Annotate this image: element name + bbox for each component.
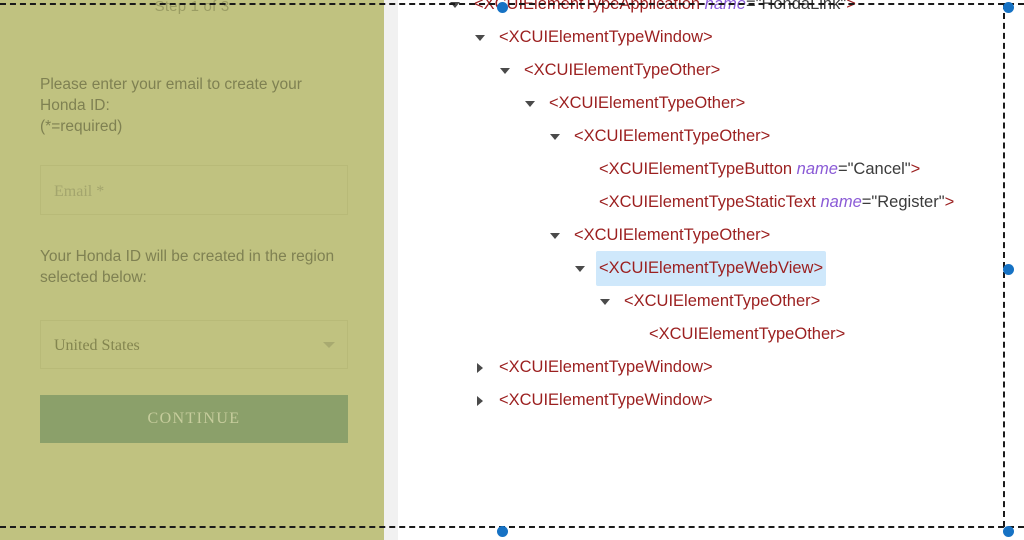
tree-node[interactable]: <XCUIElementTypeOther> [571,119,773,154]
tree-node-tag: <XCUIElementTypeWebView> [599,259,824,277]
tree-node[interactable]: <XCUIElementTypeOther> [571,218,773,253]
tree-node-tag: <XCUIElementTypeOther> [524,61,721,79]
tree-node-tag: <XCUIElementTypeWindow> [499,391,713,409]
tree-node[interactable]: <XCUIElementTypeApplication name="HondaL… [471,0,859,22]
tree-row[interactable]: <XCUIElementTypeWindow> [473,384,716,417]
disclosure-triangle-expanded-icon[interactable] [448,0,464,21]
device-pane-gutter [384,0,398,540]
tree-node[interactable]: <XCUIElementTypeWindow> [496,350,716,385]
disclosure-triangle-expanded-icon[interactable] [523,87,539,120]
handle-top-center[interactable] [497,2,508,13]
tree-node-tag-close: > [944,193,955,211]
handle-bottom-right[interactable] [1003,526,1014,537]
disclosure-triangle-collapsed-icon[interactable] [473,384,489,417]
source-tree-panel[interactable]: <XCUIElementTypeApplication name="HondaL… [400,0,1024,540]
tree-node-tag: <XCUIElementTypeOther> [549,94,746,112]
handle-middle-right[interactable] [1003,264,1014,275]
tree-node[interactable]: <XCUIElementTypeStaticText name="Registe… [596,185,957,220]
tree-row[interactable]: <XCUIElementTypeOther> [498,54,723,87]
tree-node-equals: = [837,160,848,178]
tree-node-tag: <XCUIElementTypeOther> [649,325,846,343]
handle-top-right[interactable] [1003,2,1014,13]
email-input[interactable]: Email * [40,165,348,215]
tree-row[interactable]: <XCUIElementTypeOther> [598,285,823,318]
region-select-value: United States [54,337,140,354]
tree-node-tag: <XCUIElementTypeWindow> [499,358,713,376]
email-input-placeholder: Email * [54,183,105,200]
tree-node[interactable]: <XCUIElementTypeOther> [646,317,848,352]
tree-node-tag: <XCUIElementTypeWindow> [499,28,713,46]
tree-node[interactable]: <XCUIElementTypeButton name="Cancel"> [596,152,923,187]
region-select[interactable]: United States [40,320,348,369]
tree-node-tag: <XCUIElementTypeButton [599,160,793,178]
tree-row[interactable]: <XCUIElementTypeButton name="Cancel"> [573,153,923,186]
disclosure-triangle-expanded-icon[interactable] [548,219,564,252]
tree-node-tag: <XCUIElementTypeOther> [574,226,771,244]
continue-button[interactable]: CONTINUE [40,395,348,443]
disclosure-triangle-collapsed-icon[interactable] [473,351,489,384]
tree-node-attribute-name: name [704,0,746,13]
tree-node[interactable]: <XCUIElementTypeOther> [546,86,748,121]
tree-node-equals: = [861,193,872,211]
step-indicator: Step 1 of 3 [154,0,230,15]
disclosure-triangle-expanded-icon[interactable] [598,285,614,318]
tree-node[interactable]: <XCUIElementTypeWindow> [496,383,716,418]
disclosure-triangle-expanded-icon[interactable] [473,21,489,54]
tree-node-tag-close: > [910,160,921,178]
disclosure-triangle-expanded-icon[interactable] [548,120,564,153]
tree-row[interactable]: <XCUIElementTypeWindow> [473,21,716,54]
email-prompt-text: Please enter your email to create your H… [40,76,302,135]
region-note-text: Your Honda ID will be created in the reg… [40,248,335,286]
tree-node-equals: = [745,0,756,13]
disclosure-spacer [573,186,589,219]
tree-row[interactable]: <XCUIElementTypeWebView> [573,251,827,286]
tree-node[interactable]: <XCUIElementTypeOther> [521,53,723,88]
disclosure-triangle-expanded-icon[interactable] [573,252,589,285]
tree-row[interactable]: <XCUIElementTypeWindow> [473,351,716,384]
tree-row[interactable]: <XCUIElementTypeOther> [623,318,848,351]
tree-row[interactable]: <XCUIElementTypeOther> [548,120,773,153]
tree-node-attribute-name: name [820,193,862,211]
tree-node-tag: <XCUIElementTypeOther> [574,127,771,145]
disclosure-triangle-expanded-icon[interactable] [498,54,514,87]
device-screen-mirror[interactable]: Step 1 of 3 Please enter your email to c… [0,0,384,540]
tree-row[interactable]: <XCUIElementTypeOther> [548,219,773,252]
tree-node-attribute-name: name [796,160,838,178]
tree-node-attribute-value: "Cancel" [847,160,911,178]
tree-node[interactable]: <XCUIElementTypeOther> [621,284,823,319]
tree-row[interactable]: <XCUIElementTypeOther> [523,87,748,120]
tree-node[interactable]: <XCUIElementTypeWindow> [496,20,716,55]
tree-row[interactable]: <XCUIElementTypeApplication name="HondaL… [448,0,859,21]
disclosure-spacer [623,318,639,351]
tree-node-attribute-value: "Register" [871,193,945,211]
tree-row[interactable]: <XCUIElementTypeStaticText name="Registe… [573,186,957,219]
tree-node-tag: <XCUIElementTypeStaticText [599,193,816,211]
tree-node-tag-close: > [846,0,856,13]
tree-node-selected[interactable]: <XCUIElementTypeWebView> [596,251,827,286]
tree-node-tag: <XCUIElementTypeOther> [624,292,821,310]
tree-node-attribute-value: "HondaLink" [755,0,847,13]
chevron-down-icon [323,342,335,348]
handle-bottom-center[interactable] [497,526,508,537]
disclosure-spacer [573,153,589,186]
device-pane-divider [398,0,400,540]
